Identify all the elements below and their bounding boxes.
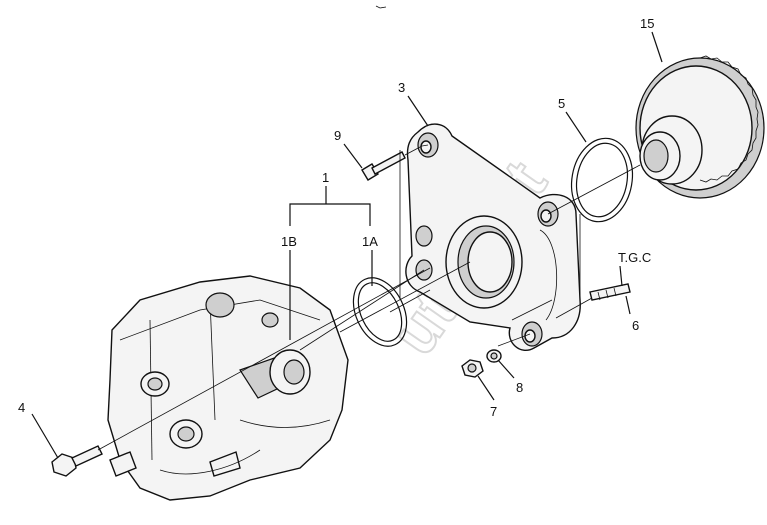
bolt-4 — [51, 445, 103, 477]
label-tgc: T.G.C — [618, 250, 651, 265]
pump-1 — [107, 275, 349, 501]
label-9: 9 — [334, 128, 341, 143]
label-7: 7 — [490, 404, 497, 419]
bracket-3 — [405, 123, 581, 351]
label-15: 15 — [640, 16, 654, 31]
label-5: 5 — [558, 96, 565, 111]
label-3: 3 — [398, 80, 405, 95]
leader-lines — [31, 31, 663, 459]
washer-8 — [486, 349, 502, 363]
label-1: 1 — [322, 170, 329, 185]
label-6: 6 — [632, 318, 639, 333]
nut-7 — [461, 359, 484, 378]
label-1a: 1A — [362, 234, 378, 249]
label-8: 8 — [516, 380, 523, 395]
bolt-9 — [361, 145, 423, 181]
gear-15 — [635, 55, 765, 199]
top-mark — [375, 5, 387, 9]
assembly-lines — [97, 144, 641, 451]
label-4: 4 — [18, 400, 25, 415]
o-ring-5 — [570, 137, 634, 223]
stud-6 — [589, 283, 631, 301]
label-1b: 1B — [281, 234, 297, 249]
